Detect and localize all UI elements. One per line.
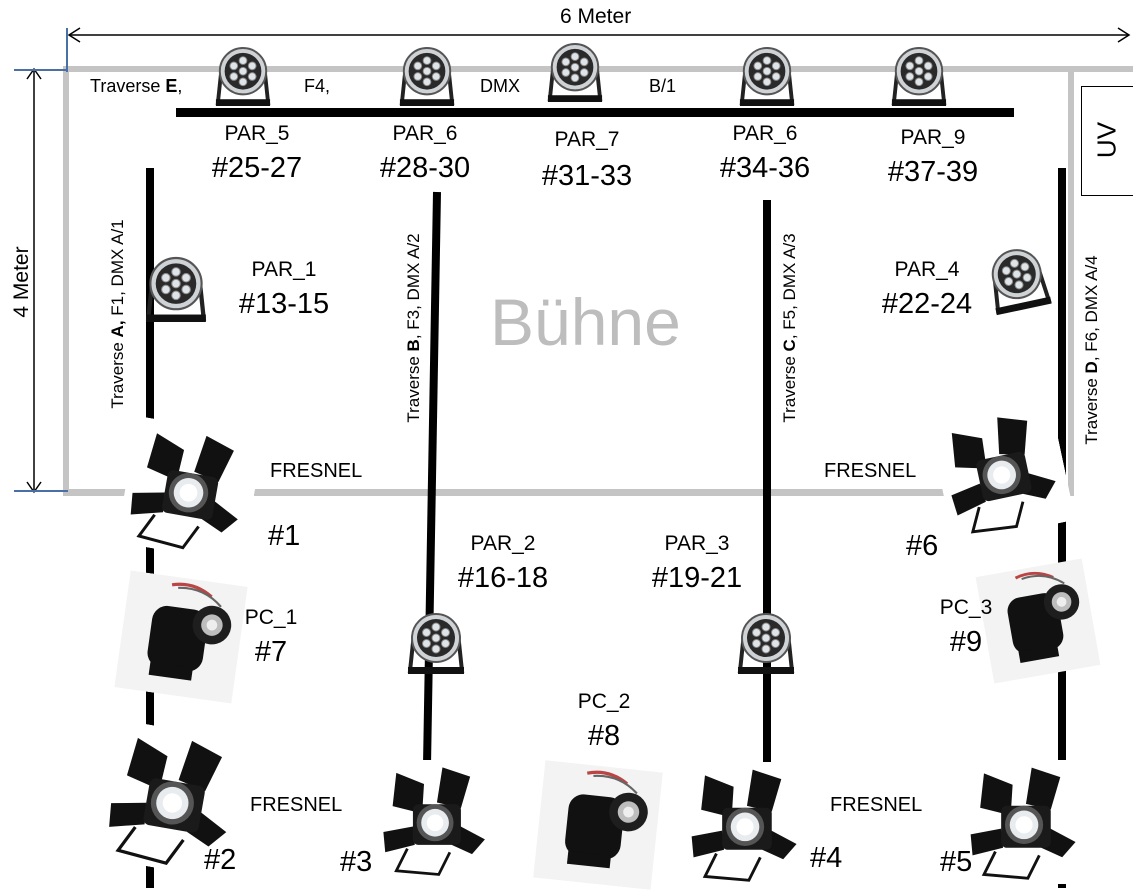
traverse-a-label: Traverse A, F1, DMX A/1 bbox=[108, 219, 128, 408]
fresnel-spotlight-icon bbox=[116, 416, 264, 564]
fixture-number: #1 bbox=[268, 520, 301, 552]
par-name: PAR_9 bbox=[900, 126, 966, 149]
par-channels: #28-30 bbox=[379, 152, 471, 184]
par-can-icon bbox=[982, 241, 1055, 320]
fresnel-label: FRESNEL bbox=[270, 460, 363, 482]
width-dimension bbox=[66, 24, 1133, 46]
stage-outline-left bbox=[63, 66, 69, 496]
height-dimension-label: 4 Meter bbox=[10, 246, 33, 318]
uv-label: UV bbox=[1091, 121, 1122, 159]
par-name: PAR_6 bbox=[392, 122, 458, 145]
fixture-number: #3 bbox=[340, 846, 373, 878]
par-channels: #25-27 bbox=[211, 152, 303, 184]
par-can-icon bbox=[398, 44, 456, 110]
traverse-c-prefix: Traverse bbox=[780, 351, 799, 423]
stage-label: Bühne bbox=[490, 285, 681, 359]
pc-spotlight-icon bbox=[112, 570, 249, 704]
pc-number: #8 bbox=[587, 720, 621, 752]
par-name: PAR_5 bbox=[224, 122, 290, 145]
traverse-a-letter: A, bbox=[108, 320, 127, 338]
traverse-b-label: Traverse B, F3, DMX A/2 bbox=[404, 233, 424, 422]
pc-number: #7 bbox=[254, 636, 288, 668]
par-can-icon bbox=[736, 610, 796, 678]
height-tick-bottom bbox=[14, 490, 68, 492]
pc-name: PC_2 bbox=[577, 690, 631, 713]
fresnel-spotlight-icon bbox=[376, 756, 496, 884]
uv-box bbox=[1081, 86, 1133, 196]
fixture-number: #4 bbox=[810, 842, 843, 874]
traverse-a-prefix: Traverse bbox=[108, 337, 127, 409]
par-can-icon bbox=[890, 44, 948, 110]
traverse-c-rest: , F5, DMX A/3 bbox=[780, 233, 799, 340]
par-can-icon bbox=[738, 44, 796, 110]
par-channels: #22-24 bbox=[881, 288, 973, 320]
fresnel-label: FRESNEL bbox=[830, 794, 923, 816]
traverse-c-letter: C bbox=[780, 339, 799, 352]
traverse-e-addr: B/1 bbox=[649, 76, 677, 96]
fresnel-spotlight-icon bbox=[684, 760, 808, 888]
fresnel-spotlight-icon bbox=[928, 398, 1075, 545]
par-name: PAR_3 bbox=[664, 532, 730, 555]
traverse-b-letter: B bbox=[404, 339, 423, 352]
traverse-e-label: Traverse E, bbox=[90, 76, 182, 97]
traverse-c-label: Traverse C, F5, DMX A/3 bbox=[780, 233, 800, 422]
par-channels: #31-33 bbox=[541, 160, 633, 192]
fixture-number: #2 bbox=[204, 844, 237, 876]
width-dimension-tick bbox=[66, 28, 68, 72]
par-name: PAR_4 bbox=[894, 258, 960, 281]
double-arrow-icon bbox=[67, 27, 1131, 43]
pc-name: PC_3 bbox=[939, 596, 993, 619]
traverse-d-rest: , F6, DMX A/4 bbox=[1082, 255, 1101, 362]
height-tick-top bbox=[14, 69, 68, 71]
traverse-d-label: Traverse D, F6, DMX A/4 bbox=[1082, 255, 1102, 444]
par-can-icon bbox=[214, 44, 272, 110]
stage-outline-bottom bbox=[63, 489, 1073, 496]
pc-number: #9 bbox=[949, 626, 983, 658]
traverse-d-bar bbox=[1058, 168, 1066, 888]
fixture-number: #5 bbox=[940, 846, 973, 878]
fresnel-spotlight-icon bbox=[962, 760, 1088, 884]
par-name: PAR_6 bbox=[732, 122, 798, 145]
traverse-e-prefix: Traverse bbox=[90, 76, 166, 96]
traverse-d-prefix: Traverse bbox=[1082, 373, 1101, 445]
par-name: PAR_2 bbox=[470, 532, 536, 555]
par-name: PAR_7 bbox=[554, 128, 620, 151]
width-dimension-label: 6 Meter bbox=[560, 5, 632, 28]
traverse-e-dmx: DMX bbox=[480, 76, 520, 96]
pc-name: PC_1 bbox=[244, 606, 298, 629]
par-can-icon bbox=[144, 254, 208, 326]
par-channels: #37-39 bbox=[887, 156, 979, 188]
pc-spotlight-icon bbox=[526, 759, 670, 890]
par-name: PAR_1 bbox=[251, 258, 317, 281]
traverse-b-rest: , F3, DMX A/2 bbox=[404, 233, 423, 340]
par-channels: #19-21 bbox=[651, 562, 743, 594]
stage-outline-right bbox=[1068, 66, 1074, 496]
traverse-b-prefix: Traverse bbox=[404, 351, 423, 423]
traverse-e-f: F4, bbox=[304, 76, 331, 96]
traverse-a-rest: F1, DMX A/1 bbox=[108, 219, 127, 321]
par-can-icon bbox=[546, 40, 604, 106]
stage-outline-top bbox=[66, 66, 1133, 72]
traverse-c-bar bbox=[763, 200, 771, 765]
par-channels: #16-18 bbox=[457, 562, 549, 594]
traverse-d-letter: D bbox=[1082, 361, 1101, 374]
traverse-e-letter: E bbox=[165, 76, 178, 96]
par-channels: #13-15 bbox=[238, 288, 330, 320]
traverse-e-sep: , bbox=[177, 76, 183, 96]
traverse-e-bar bbox=[176, 108, 1014, 117]
pc-spotlight-icon bbox=[975, 557, 1100, 684]
fresnel-label: FRESNEL bbox=[250, 794, 343, 816]
par-channels: #34-36 bbox=[719, 152, 811, 184]
fixture-number: #6 bbox=[906, 530, 939, 562]
fresnel-label: FRESNEL bbox=[824, 460, 917, 482]
par-can-icon bbox=[406, 610, 466, 678]
